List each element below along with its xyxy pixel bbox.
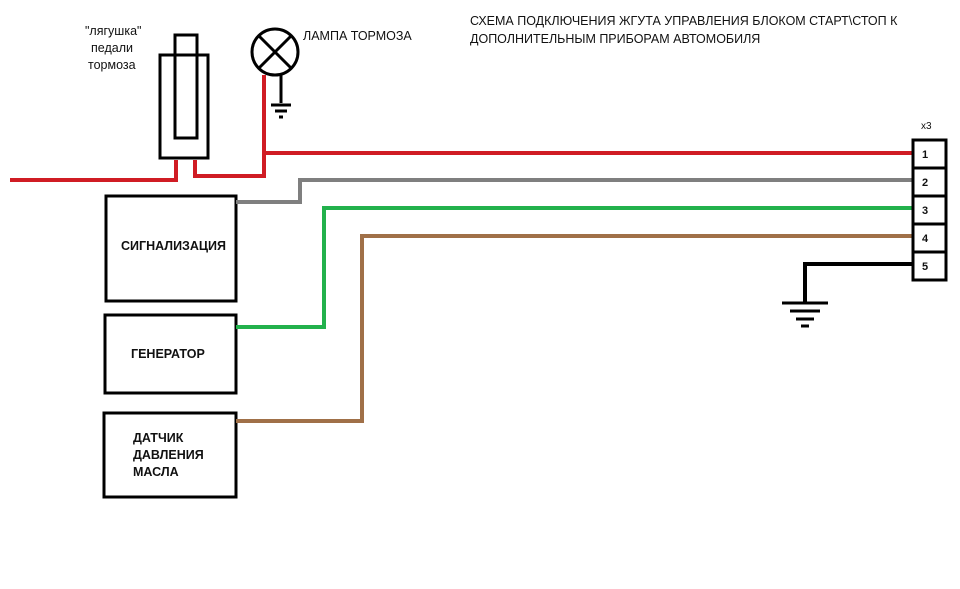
connector-pin-2-label: 2 — [922, 177, 928, 189]
connector-pin-3-label: 3 — [922, 205, 928, 217]
generator-box — [103, 313, 238, 395]
generator-label: ГЕНЕРАТОР — [131, 347, 205, 361]
pedal-switch-label-3: тормоза — [88, 58, 136, 72]
wire-gray-pin2 — [236, 178, 913, 204]
connector-pin-1-label: 1 — [922, 149, 928, 161]
connector-pin-4-label: 4 — [922, 233, 929, 245]
wire-brown-pin4 — [236, 234, 913, 423]
connector-pin-5-label: 5 — [922, 261, 928, 273]
brake-lamp-label: ЛАМПА ТОРМОЗА — [303, 29, 412, 43]
oil-sensor-label-2: ДАВЛЕНИЯ — [133, 448, 204, 462]
connector-pin-3-cell — [911, 194, 948, 226]
wire-green-pin3 — [236, 206, 913, 329]
ground-icon — [782, 301, 828, 328]
brake-lamp-icon — [250, 27, 300, 119]
connector-pin-2-cell — [911, 166, 948, 198]
connector-pin-4-cell — [911, 222, 948, 254]
brake-pedal-switch — [158, 33, 210, 160]
alarm-label: СИГНАЛИЗАЦИЯ — [121, 239, 227, 253]
connector-pin-5-cell — [911, 250, 948, 282]
oil-sensor-label-3: МАСЛА — [133, 465, 179, 479]
connector-pin-1-cell — [911, 138, 948, 170]
connector-x3: 1 2 3 4 5 — [911, 138, 948, 282]
pedal-switch-label-1: "лягушка" — [85, 24, 142, 38]
oil-sensor-label-1: ДАТЧИК — [133, 431, 184, 445]
diagram-title-line-1: СХЕМА ПОДКЛЮЧЕНИЯ ЖГУТА УПРАВЛЕНИЯ БЛОКО… — [470, 14, 898, 28]
wire-red-input — [10, 160, 178, 182]
wire-red-output — [193, 151, 913, 178]
wire-black-pin5 — [803, 262, 913, 302]
wire-red-pin1 — [10, 75, 913, 182]
diagram-title-line-2: ДОПОЛНИТЕЛЬНЫМ ПРИБОРАМ АВТОМОБИЛЯ — [470, 32, 761, 46]
alarm-box — [104, 194, 238, 303]
connector-name: x3 — [921, 121, 932, 132]
oil-pressure-sensor-box — [102, 411, 238, 499]
pedal-switch-label-2: педали — [91, 41, 133, 55]
